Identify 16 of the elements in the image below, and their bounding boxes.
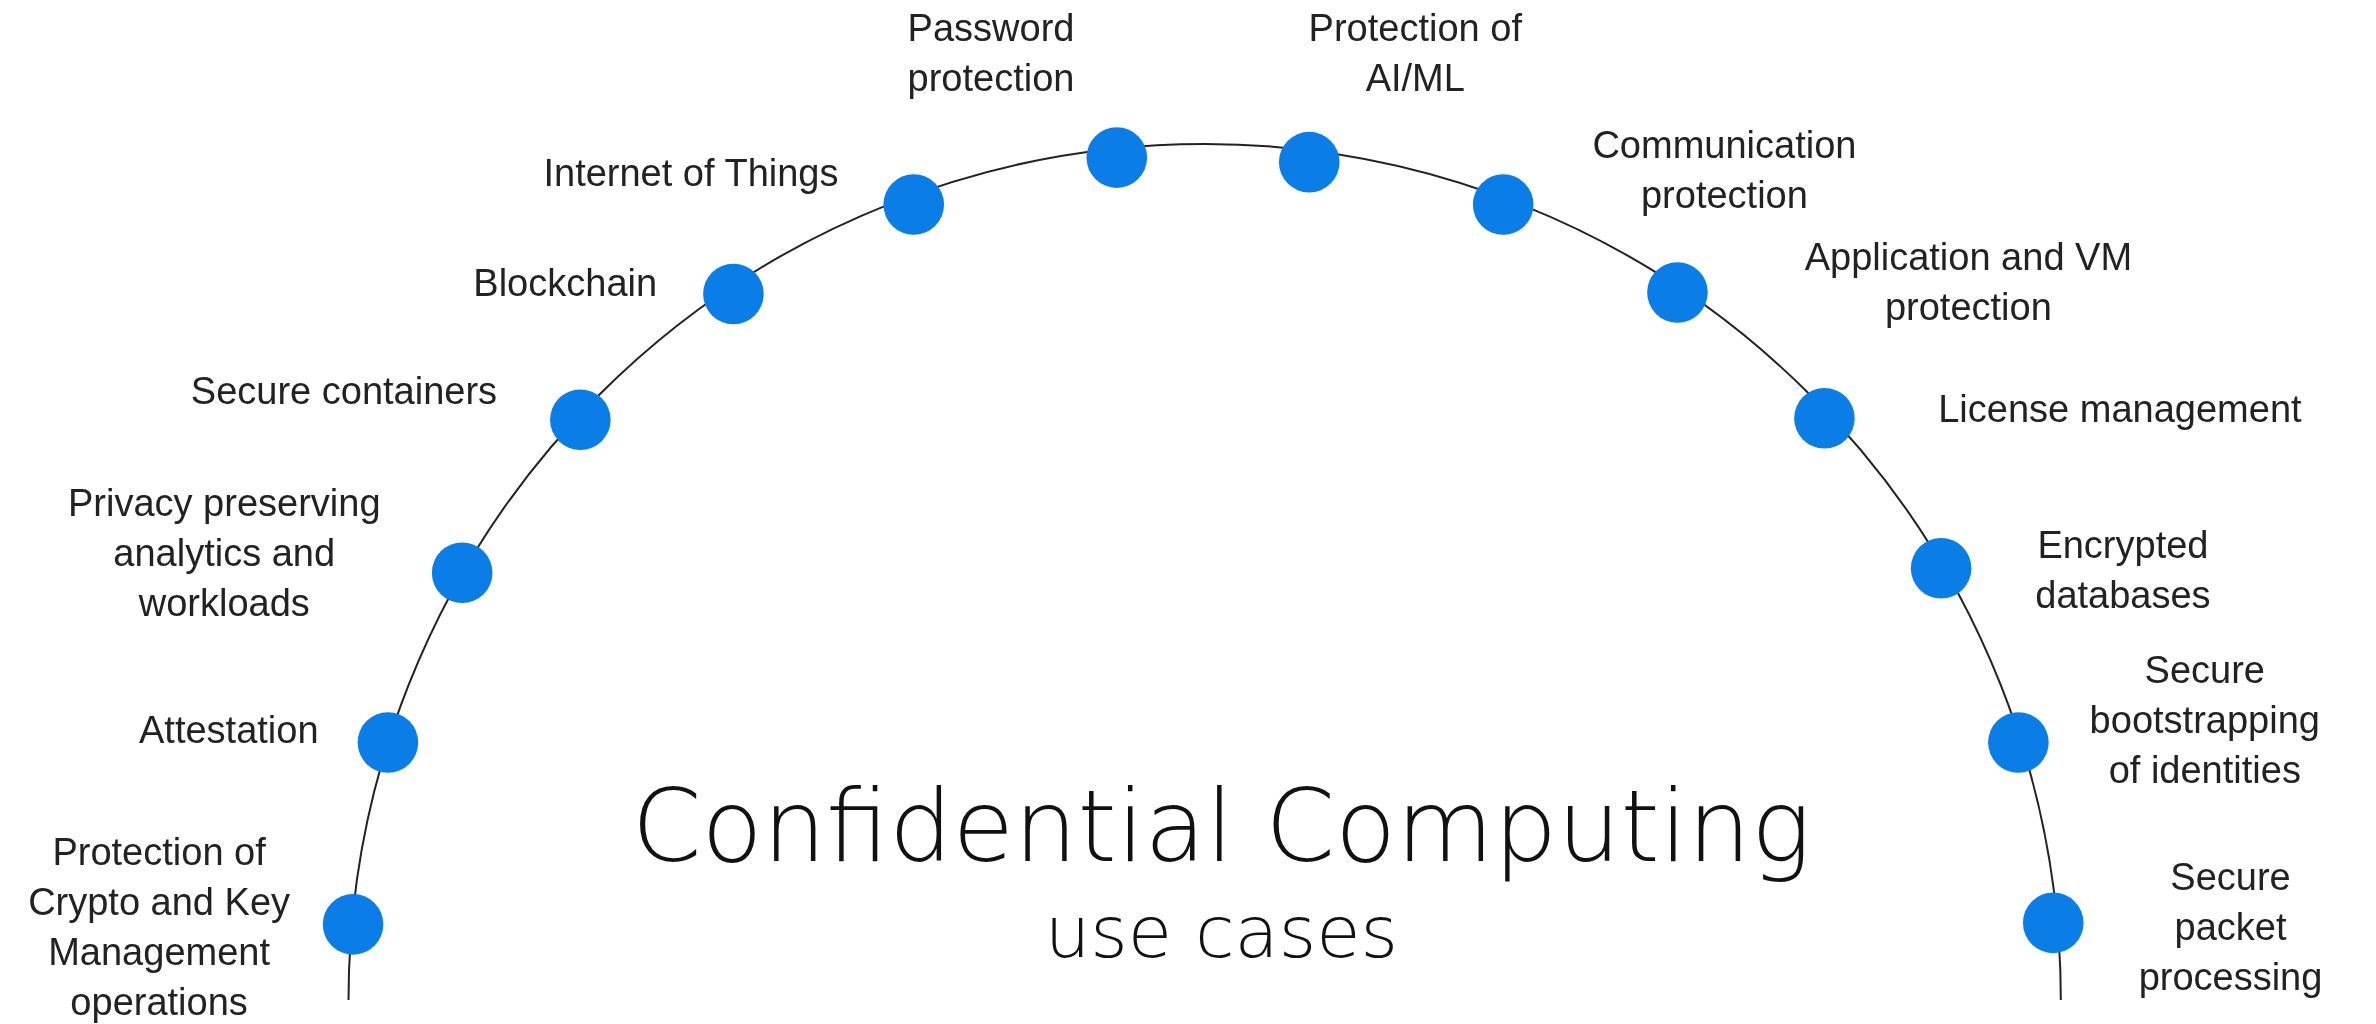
use-case-label: Privacy preserving analytics and workloads [66, 481, 382, 627]
use-case-label: Secure bootstrapping of identities [2088, 647, 2321, 793]
use-case-label: License management [1938, 387, 2302, 433]
use-case-label: Protection of AI/ML [1307, 6, 1523, 102]
use-case-label: Encrypted databases [2034, 522, 2212, 618]
use-case-label: Internet of Things [543, 150, 839, 196]
use-case-label: Secure packet processing [2137, 855, 2324, 1001]
title: Confidential Computing [631, 767, 1811, 885]
use-case-label: Blockchain [473, 261, 658, 307]
use-case-label: Attestation [139, 708, 319, 754]
use-case-label: Secure containers [190, 368, 498, 414]
use-case-label: Password protection [906, 6, 1076, 102]
use-case-label: Protection of Crypto and Key Management operations [27, 830, 292, 1024]
subtitle: use cases [1044, 889, 1398, 974]
use-case-label: Application and VM protection [1803, 234, 2134, 330]
use-case-label: Communication protection [1591, 122, 1858, 218]
